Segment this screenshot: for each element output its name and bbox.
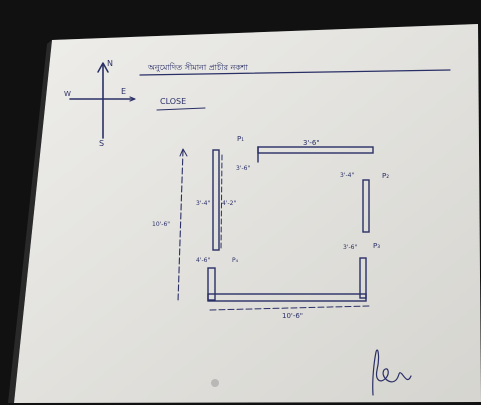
compass-north-label: N <box>107 59 113 68</box>
label-left-c: 4'-2" <box>222 200 236 207</box>
label-p2: P₂ <box>382 172 389 180</box>
wall-right <box>362 179 370 233</box>
paper-shading <box>14 24 481 403</box>
label-left-a: 3'-6" <box>236 165 250 172</box>
wall-right-lower <box>359 257 367 299</box>
wall-plan <box>177 146 374 311</box>
label-left-b: 3'-4" <box>196 200 210 207</box>
label-right-bottom: 3'-6" <box>343 244 357 251</box>
label-right-top: 3'-4" <box>340 172 354 179</box>
label-p1: P₁ <box>237 135 244 143</box>
compass-west-label: W <box>64 90 71 98</box>
label-top-dim: 3'-6" <box>303 139 320 147</box>
label-left-d: 4'-6" <box>196 257 210 264</box>
subheading-text: CLOSE <box>160 97 186 106</box>
compass-south-label: S <box>99 139 104 148</box>
label-side-dim: 10'-6" <box>152 221 170 228</box>
wall-left <box>212 149 220 251</box>
compass-east-label: E <box>121 87 126 96</box>
signature <box>372 349 412 396</box>
heading-underline <box>139 69 451 76</box>
wall-bottom <box>207 293 367 302</box>
wall-left-lower <box>207 267 216 301</box>
label-bottom-dim: 10'-6" <box>282 312 303 320</box>
paper-shadow <box>8 40 52 403</box>
subheading-underline <box>156 107 206 111</box>
heading-text: অনুমোদিত সীমানা প্রাচীর নকশা <box>147 62 249 72</box>
label-p4: P₄ <box>232 257 239 264</box>
compass-symbol: N E S W <box>64 59 136 148</box>
label-p3: P₃ <box>373 242 380 250</box>
paper-mark <box>211 379 219 387</box>
